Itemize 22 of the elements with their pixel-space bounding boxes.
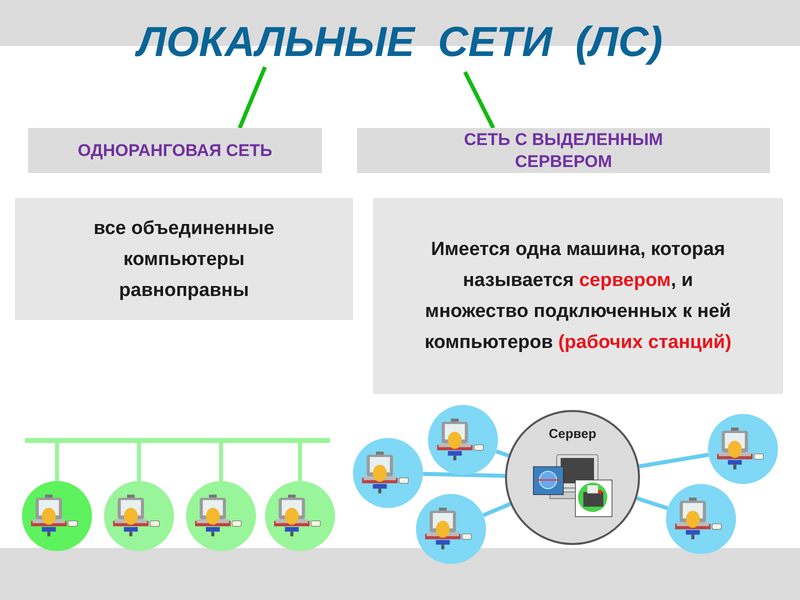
connector-line bbox=[636, 496, 668, 510]
connector-line bbox=[463, 71, 496, 129]
title-text: ЛОКАЛЬНЫЕ СЕТИ (ЛС) bbox=[137, 18, 663, 66]
connector-line bbox=[137, 440, 141, 481]
description-text: Имеется одна машина, которая называется сервером, и множество подключенных к ней компьютеров (рабочих станций) bbox=[424, 238, 732, 355]
network-bus-bar bbox=[25, 438, 330, 443]
connector-line bbox=[298, 440, 302, 481]
connector-line bbox=[422, 472, 506, 478]
description-text: все объединенные компьютеры равноправны bbox=[92, 216, 276, 302]
category-box bbox=[28, 128, 322, 173]
category-box bbox=[357, 128, 770, 173]
description-box bbox=[15, 198, 353, 320]
connector-line bbox=[55, 440, 59, 481]
connector-line bbox=[482, 502, 512, 518]
category-heading: СЕТЬ С ВЫДЕЛЕННЫМ СЕРВЕРОМ bbox=[463, 128, 664, 172]
category-heading: ОДНОРАНГОВАЯ СЕТЬ bbox=[78, 140, 272, 162]
connector-line bbox=[238, 66, 267, 129]
connector-line bbox=[495, 449, 510, 458]
connector-line bbox=[219, 440, 223, 481]
description-box bbox=[373, 198, 783, 394]
connector-line bbox=[638, 452, 709, 468]
server-label: Сервер bbox=[548, 426, 596, 441]
